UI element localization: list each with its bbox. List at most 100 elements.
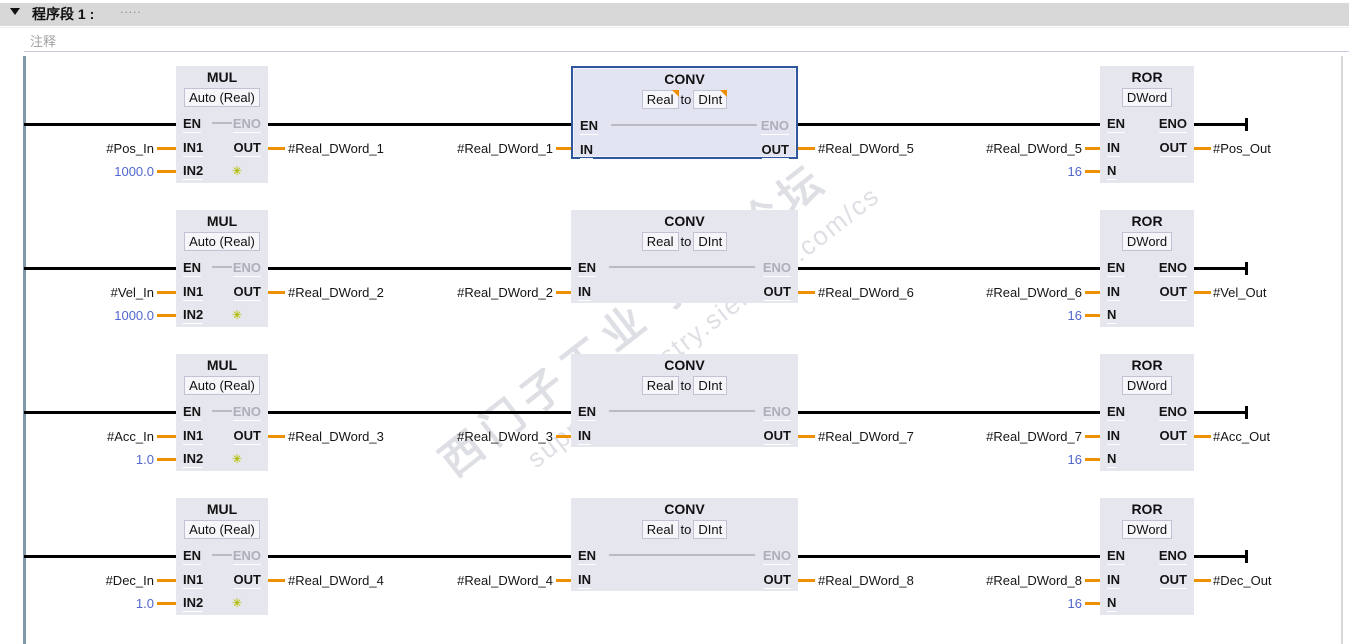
conv-type-to-box[interactable]: DInt	[693, 520, 728, 539]
mul-block[interactable]: MUL Auto (Real) EN ENO IN1 OUT IN2 ✳	[176, 354, 268, 471]
pin-en: EN	[183, 404, 202, 421]
power-rail-segment	[798, 267, 1100, 270]
operand-input[interactable]: #Pos_In	[106, 141, 154, 156]
rail-end-tick	[1245, 118, 1248, 131]
pin-out: OUT	[763, 428, 791, 445]
operand-output[interactable]: #Vel_Out	[1213, 285, 1267, 300]
operand-output[interactable]: #Real_DWord_8	[818, 573, 914, 588]
wire-orange	[798, 147, 815, 150]
pin-in2: IN2	[183, 307, 204, 324]
conv-type-from-box[interactable]: Real	[641, 520, 679, 539]
pin-eno: ENO	[762, 404, 791, 421]
operand-output[interactable]: #Real_DWord_7	[818, 429, 914, 444]
type-dropdown-corner-icon[interactable]	[720, 90, 728, 97]
operand-constant[interactable]: 1.0	[135, 452, 154, 467]
network-row-2: MUL Auto (Real) EN ENO IN1 OUT IN2 ✳ CON…	[0, 210, 1349, 340]
network-title-placeholder[interactable]: .....	[120, 2, 142, 16]
ror-type-box[interactable]: DWord	[1121, 520, 1173, 539]
network-comment[interactable]: 注释	[30, 34, 57, 49]
add-input-icon[interactable]: ✳	[232, 452, 243, 466]
operand-input[interactable]: #Real_DWord_5	[986, 141, 1082, 156]
network-title[interactable]: 程序段 1 :	[32, 6, 95, 22]
pin-n: N	[1107, 307, 1117, 324]
operand-constant[interactable]: 1000.0	[114, 308, 154, 323]
ror-block[interactable]: ROR DWord EN ENO IN OUT N	[1100, 498, 1194, 615]
conv-type-from-box[interactable]: Real	[641, 376, 679, 395]
add-input-icon[interactable]: ✳	[232, 164, 243, 178]
operand-input[interactable]: #Dec_In	[105, 573, 154, 588]
operand-output[interactable]: #Real_DWord_6	[818, 285, 914, 300]
operand-input[interactable]: #Real_DWord_6	[986, 285, 1082, 300]
operand-output[interactable]: #Real_DWord_2	[288, 285, 384, 300]
mul-mode-box[interactable]: Auto (Real)	[184, 376, 260, 395]
operand-input[interactable]: #Acc_In	[107, 429, 154, 444]
mul-mode-box[interactable]: Auto (Real)	[184, 232, 260, 251]
operand-constant[interactable]: 1000.0	[114, 164, 154, 179]
en-eno-passline	[609, 266, 755, 268]
mul-block[interactable]: MUL Auto (Real) EN ENO IN1 OUT IN2 ✳	[176, 66, 268, 183]
operand-input[interactable]: #Real_DWord_3	[457, 429, 553, 444]
block-title: MUL	[206, 213, 238, 229]
operand-output[interactable]: #Acc_Out	[1213, 429, 1271, 444]
power-rail-segment	[798, 411, 1100, 414]
conv-type-sep: to	[680, 378, 692, 393]
ror-type-box[interactable]: DWord	[1121, 88, 1173, 107]
wire-orange	[1194, 579, 1211, 582]
pin-n: N	[1107, 451, 1117, 468]
operand-constant[interactable]: 16	[1067, 164, 1082, 179]
operand-constant[interactable]: 16	[1067, 596, 1082, 611]
collapse-triangle-icon[interactable]	[10, 8, 20, 15]
conv-type-to-box[interactable]: DInt	[693, 232, 728, 251]
mul-block[interactable]: MUL Auto (Real) EN ENO IN1 OUT IN2 ✳	[176, 498, 268, 615]
ror-type-box[interactable]: DWord	[1121, 232, 1173, 251]
add-input-icon[interactable]: ✳	[232, 596, 243, 610]
operand-input[interactable]: #Vel_In	[110, 285, 154, 300]
power-rail-segment	[1194, 555, 1247, 558]
operand-output[interactable]: #Dec_Out	[1213, 573, 1272, 588]
ror-block[interactable]: ROR DWord EN ENO IN OUT N	[1100, 354, 1194, 471]
operand-input[interactable]: #Real_DWord_7	[986, 429, 1082, 444]
operand-constant[interactable]: 1.0	[135, 596, 154, 611]
conv-type-to-box[interactable]: DInt	[693, 376, 728, 395]
pin-out: OUT	[233, 572, 261, 589]
ror-block[interactable]: ROR DWord EN ENO IN OUT N	[1100, 66, 1194, 183]
operand-output[interactable]: #Real_DWord_5	[818, 141, 914, 156]
operand-constant[interactable]: 16	[1067, 452, 1082, 467]
operand-output[interactable]: #Pos_Out	[1213, 141, 1271, 156]
pin-in1: IN1	[183, 140, 204, 157]
add-input-icon[interactable]: ✳	[232, 308, 243, 322]
power-rail-segment	[24, 411, 176, 414]
operand-output[interactable]: #Real_DWord_1	[288, 141, 384, 156]
conv-type-from-box[interactable]: Real	[641, 232, 679, 251]
conv-type-from-box[interactable]: Real	[641, 90, 679, 109]
operand-input[interactable]: #Real_DWord_1	[457, 141, 553, 156]
pin-eno: ENO	[762, 548, 791, 565]
pin-en: EN	[1107, 260, 1126, 277]
network-header-bar	[0, 3, 1349, 26]
type-dropdown-corner-icon[interactable]	[671, 90, 679, 97]
en-eno-passline	[212, 410, 232, 412]
block-title: ROR	[1131, 213, 1163, 229]
conv-type-from: Real	[646, 92, 674, 107]
operand-input[interactable]: #Real_DWord_4	[457, 573, 553, 588]
pin-in1: IN1	[183, 572, 204, 589]
mul-mode-box[interactable]: Auto (Real)	[184, 520, 260, 539]
mul-mode-box[interactable]: Auto (Real)	[184, 88, 260, 107]
block-title: MUL	[206, 501, 238, 517]
pin-eno: ENO	[1158, 260, 1187, 277]
operand-output[interactable]: #Real_DWord_4	[288, 573, 384, 588]
mul-block[interactable]: MUL Auto (Real) EN ENO IN1 OUT IN2 ✳	[176, 210, 268, 327]
wire-orange	[1085, 458, 1100, 461]
rail-end-tick	[1245, 550, 1248, 563]
operand-input[interactable]: #Real_DWord_2	[457, 285, 553, 300]
operand-constant[interactable]: 16	[1067, 308, 1082, 323]
operand-output[interactable]: #Real_DWord_3	[288, 429, 384, 444]
conv-type-to-box[interactable]: DInt	[693, 90, 728, 109]
operand-input[interactable]: #Real_DWord_8	[986, 573, 1082, 588]
ror-type-box[interactable]: DWord	[1121, 376, 1173, 395]
ror-block[interactable]: ROR DWord EN ENO IN OUT N	[1100, 210, 1194, 327]
